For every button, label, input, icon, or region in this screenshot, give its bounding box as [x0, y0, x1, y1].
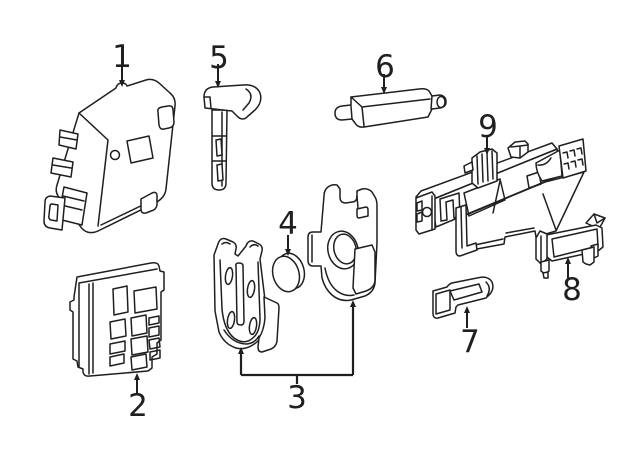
callout-number[interactable]: 4	[278, 206, 298, 242]
antenna-folds	[350, 95, 433, 127]
battery-face	[271, 255, 301, 293]
part-3-fob-cover	[307, 184, 378, 302]
fob-frame-slot	[235, 262, 245, 326]
bracket9-fins	[476, 150, 494, 185]
clip-end-curve	[485, 281, 490, 297]
connector-rect	[130, 335, 149, 356]
connector-rect	[148, 315, 160, 326]
part-8-bracket	[535, 213, 606, 279]
detail-line	[356, 195, 359, 209]
clip-cap-inner	[435, 289, 451, 315]
callout-number[interactable]: 5	[209, 40, 229, 76]
part-3-fob-frame	[213, 237, 280, 353]
fob-frame-hole	[226, 310, 236, 330]
blade-slot-1	[215, 138, 223, 157]
bracket9-pin	[463, 161, 474, 174]
fob-cover-rect	[356, 206, 369, 219]
bracket9-hole	[421, 206, 433, 218]
module-slot-bottom	[140, 191, 158, 214]
bracket9-square-hole	[526, 171, 542, 189]
connector-rect	[149, 349, 161, 361]
bracket9-hook	[439, 192, 461, 222]
bracket8-foot-notch	[542, 271, 549, 279]
module-tab-1	[58, 129, 79, 150]
connector-rect	[112, 285, 129, 316]
key-head-inner	[203, 88, 252, 111]
fob-frame-hole	[248, 316, 258, 336]
detail-line	[537, 157, 552, 166]
module-slot-top	[157, 105, 175, 130]
fob-frame-hole	[224, 266, 234, 286]
module-button-detail	[109, 149, 121, 161]
callout-number[interactable]: 8	[562, 272, 582, 308]
terminal-pin-marks	[562, 147, 584, 170]
part-7-clip	[432, 276, 494, 319]
blade-cross-lines	[211, 135, 227, 162]
module-connector-slot	[48, 203, 59, 222]
connector-rect	[109, 353, 125, 367]
callout-7[interactable]: 7	[460, 306, 480, 360]
callout-bracket-line	[241, 373, 353, 384]
fob-cover-panel	[352, 244, 376, 295]
part-2-module	[69, 262, 165, 377]
callout-8[interactable]: 8	[562, 257, 582, 308]
module2-divider	[88, 282, 94, 375]
bracket9-plate-rects	[416, 195, 433, 231]
callout-number[interactable]: 7	[460, 324, 480, 360]
bracket9-wedge	[535, 149, 563, 182]
detail-line	[510, 144, 529, 159]
ear-lines	[221, 241, 259, 248]
bracket8-leg	[581, 246, 595, 266]
part-1-module	[43, 78, 176, 234]
callout-2[interactable]: 2	[128, 373, 148, 424]
connector-rect	[133, 286, 158, 314]
fob-frame-inner-arc	[223, 329, 260, 345]
fob-frame-inner	[219, 259, 261, 343]
part-5-key-blade	[203, 84, 262, 191]
module-square-detail	[126, 135, 154, 164]
connector-rect	[109, 340, 126, 355]
detail-line	[59, 136, 78, 141]
clip-slot	[449, 283, 483, 301]
antenna-knob	[436, 95, 446, 109]
callout-1[interactable]: 1	[112, 39, 132, 87]
fob-cover-rim	[324, 267, 355, 297]
callout-number[interactable]: 9	[478, 109, 498, 145]
callout-9[interactable]: 9	[478, 109, 498, 155]
callout-number[interactable]: 2	[128, 388, 148, 424]
callout-4[interactable]: 4	[278, 206, 298, 256]
connector-rect	[130, 314, 148, 337]
callout-3[interactable]: 3	[238, 300, 356, 416]
fob-cover-ring-inner	[332, 233, 358, 265]
part-6-antenna	[334, 88, 447, 128]
detail-line	[52, 164, 72, 169]
key-head-outline	[203, 84, 262, 120]
fob-frame-flap	[257, 296, 280, 353]
fob-frame-hole	[246, 279, 256, 299]
blade-slot-2	[216, 163, 224, 182]
callout-number[interactable]: 6	[375, 49, 395, 85]
connector-rect	[148, 337, 161, 350]
callout-number[interactable]: 3	[287, 380, 307, 416]
detail-line	[460, 206, 463, 249]
part-9-bracket	[415, 138, 587, 257]
connector-rect	[130, 353, 148, 371]
detail-line	[593, 213, 606, 224]
callout-6[interactable]: 6	[375, 49, 395, 94]
connector-rect	[109, 318, 127, 340]
callout-5[interactable]: 5	[209, 40, 229, 88]
connector-rect	[148, 325, 160, 338]
part-4-battery	[271, 252, 306, 293]
module-fold-line	[78, 112, 109, 227]
module-tab-2	[50, 157, 74, 178]
callout-number[interactable]: 1	[112, 39, 132, 75]
module2-rim-lines	[78, 268, 158, 368]
